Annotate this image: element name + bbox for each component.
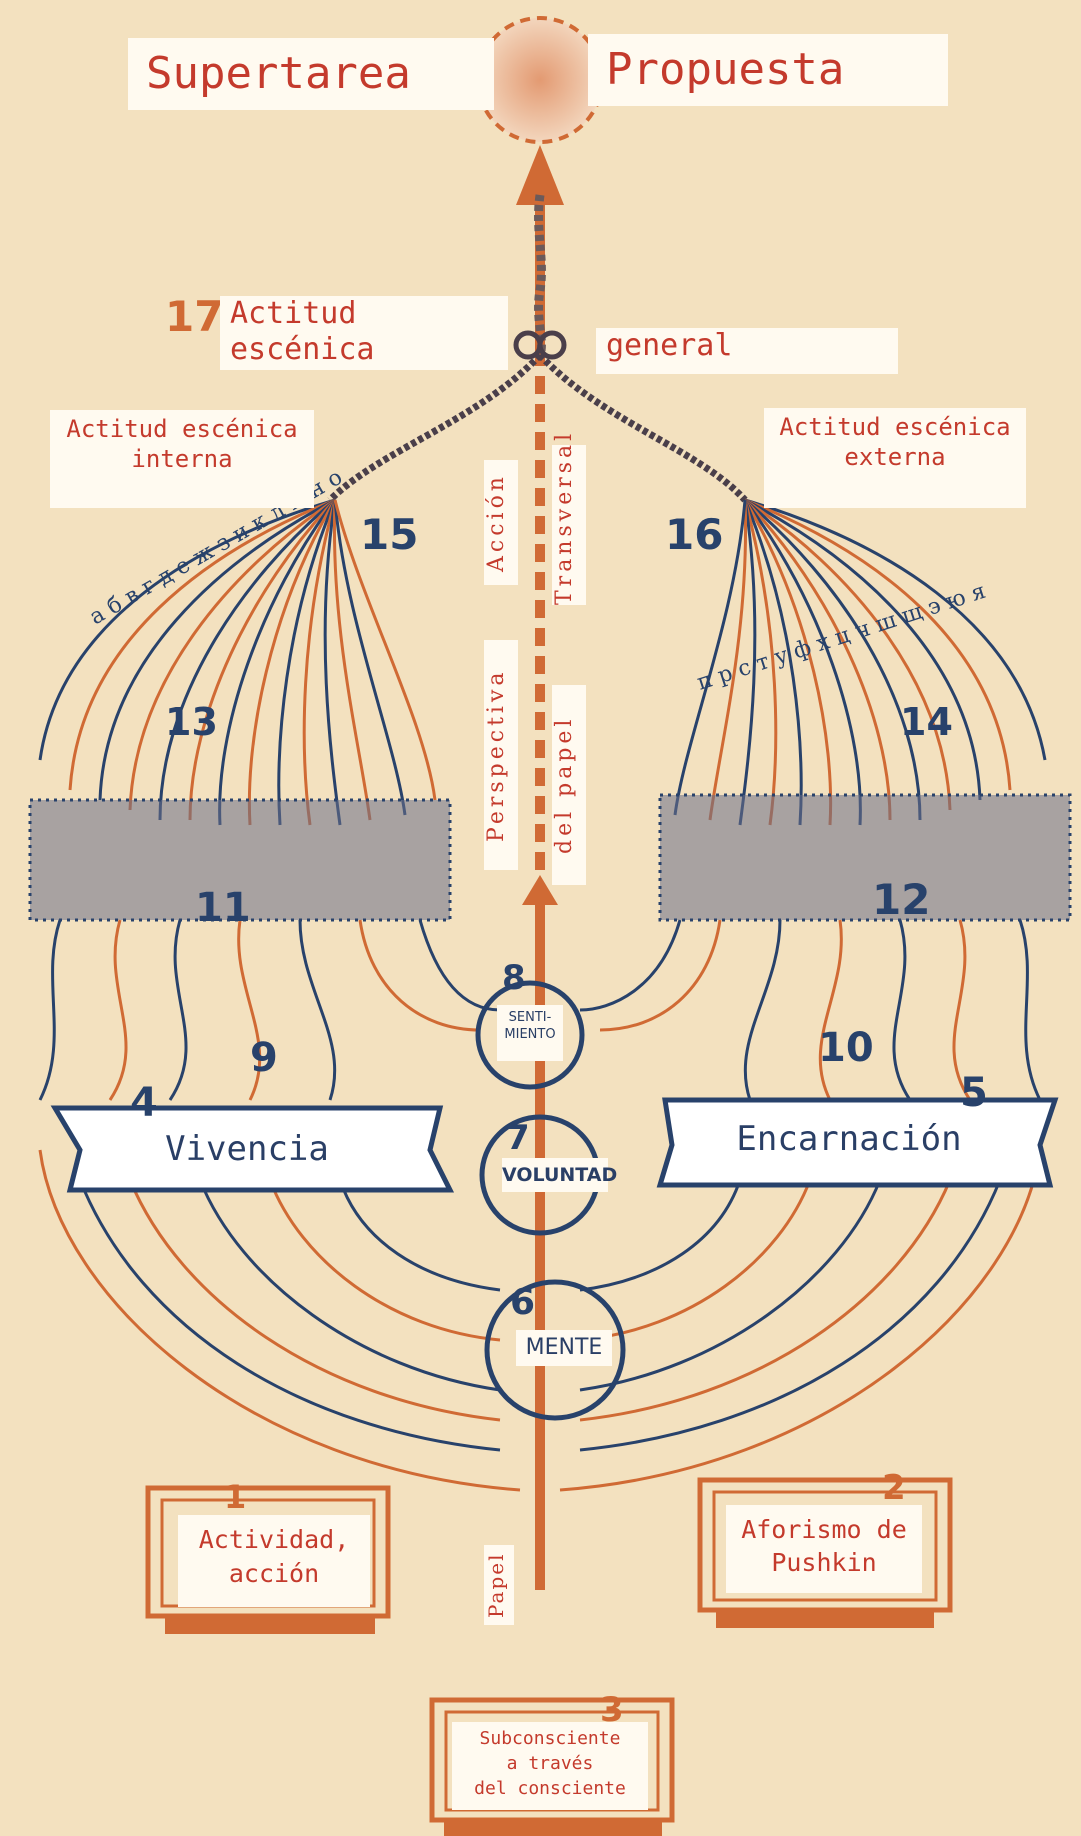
label-actividad: Actividad, acción: [178, 1515, 370, 1607]
label-aforismo-line1: Aforismo de: [726, 1513, 922, 1546]
number-7: 7: [506, 1118, 530, 1158]
label-voluntad: VOLUNTAD: [502, 1158, 608, 1192]
label-subconsciente: Subconsciente a través del consciente: [452, 1722, 648, 1810]
label-externa-line1: Actitud escénica: [764, 412, 1026, 442]
label-encarnacion: Encarnación: [686, 1112, 1012, 1170]
label-actitud-line2: escénica: [230, 332, 498, 368]
label-supertarea: Supertarea: [128, 38, 494, 110]
label-actitud-interna: Actitud escénica interna: [50, 410, 314, 508]
number-10: 10: [818, 1025, 874, 1071]
number-4: 4: [130, 1080, 158, 1126]
number-16: 16: [665, 510, 723, 559]
number-6: 6: [510, 1282, 535, 1323]
label-subconsciente-line3: del consciente: [452, 1776, 648, 1801]
label-sentimiento-line2: MIENTO: [497, 1026, 563, 1043]
label-externa-line2: externa: [764, 442, 1026, 472]
number-15: 15: [360, 510, 418, 559]
label-actitud-escenica: Actitud escénica: [220, 296, 508, 370]
label-accion: Acción: [484, 460, 518, 585]
number-2: 2: [882, 1468, 906, 1508]
goal-circle: [478, 18, 602, 142]
number-11: 11: [195, 885, 251, 931]
label-subconsciente-line2: a través: [452, 1751, 648, 1776]
label-aforismo-line2: Pushkin: [726, 1546, 922, 1579]
label-interna-line1: Actitud escénica: [50, 414, 314, 444]
number-14: 14: [900, 700, 953, 744]
label-papel: Papel: [484, 1545, 514, 1625]
number-1: 1: [224, 1478, 246, 1516]
label-interna-line2: interna: [50, 444, 314, 474]
number-12: 12: [872, 875, 930, 924]
number-5: 5: [960, 1070, 988, 1116]
label-general: general: [596, 328, 898, 374]
label-actitud-externa: Actitud escénica externa: [764, 408, 1026, 508]
number-9: 9: [250, 1035, 278, 1081]
label-sentimiento: SENTI- MIENTO: [497, 1005, 563, 1061]
label-transversal: Transversal: [552, 445, 586, 605]
label-del-papel: del papel: [552, 685, 586, 885]
label-actividad-line2: acción: [178, 1557, 370, 1591]
right-mass: [660, 795, 1070, 920]
label-mente: MENTE: [516, 1330, 612, 1366]
label-subconsciente-line1: Subconsciente: [452, 1726, 648, 1751]
label-sentimiento-line1: SENTI-: [497, 1009, 563, 1026]
label-propuesta: Propuesta: [588, 34, 948, 106]
label-aforismo: Aforismo de Pushkin: [726, 1505, 922, 1593]
label-perspectiva: Perspectiva: [484, 640, 518, 870]
label-actividad-line1: Actividad,: [178, 1523, 370, 1557]
number-13: 13: [165, 700, 218, 744]
label-vivencia: Vivencia: [92, 1122, 402, 1176]
number-8: 8: [502, 958, 526, 998]
label-actitud-line1: Actitud: [230, 296, 498, 332]
number-17: 17: [165, 292, 223, 341]
